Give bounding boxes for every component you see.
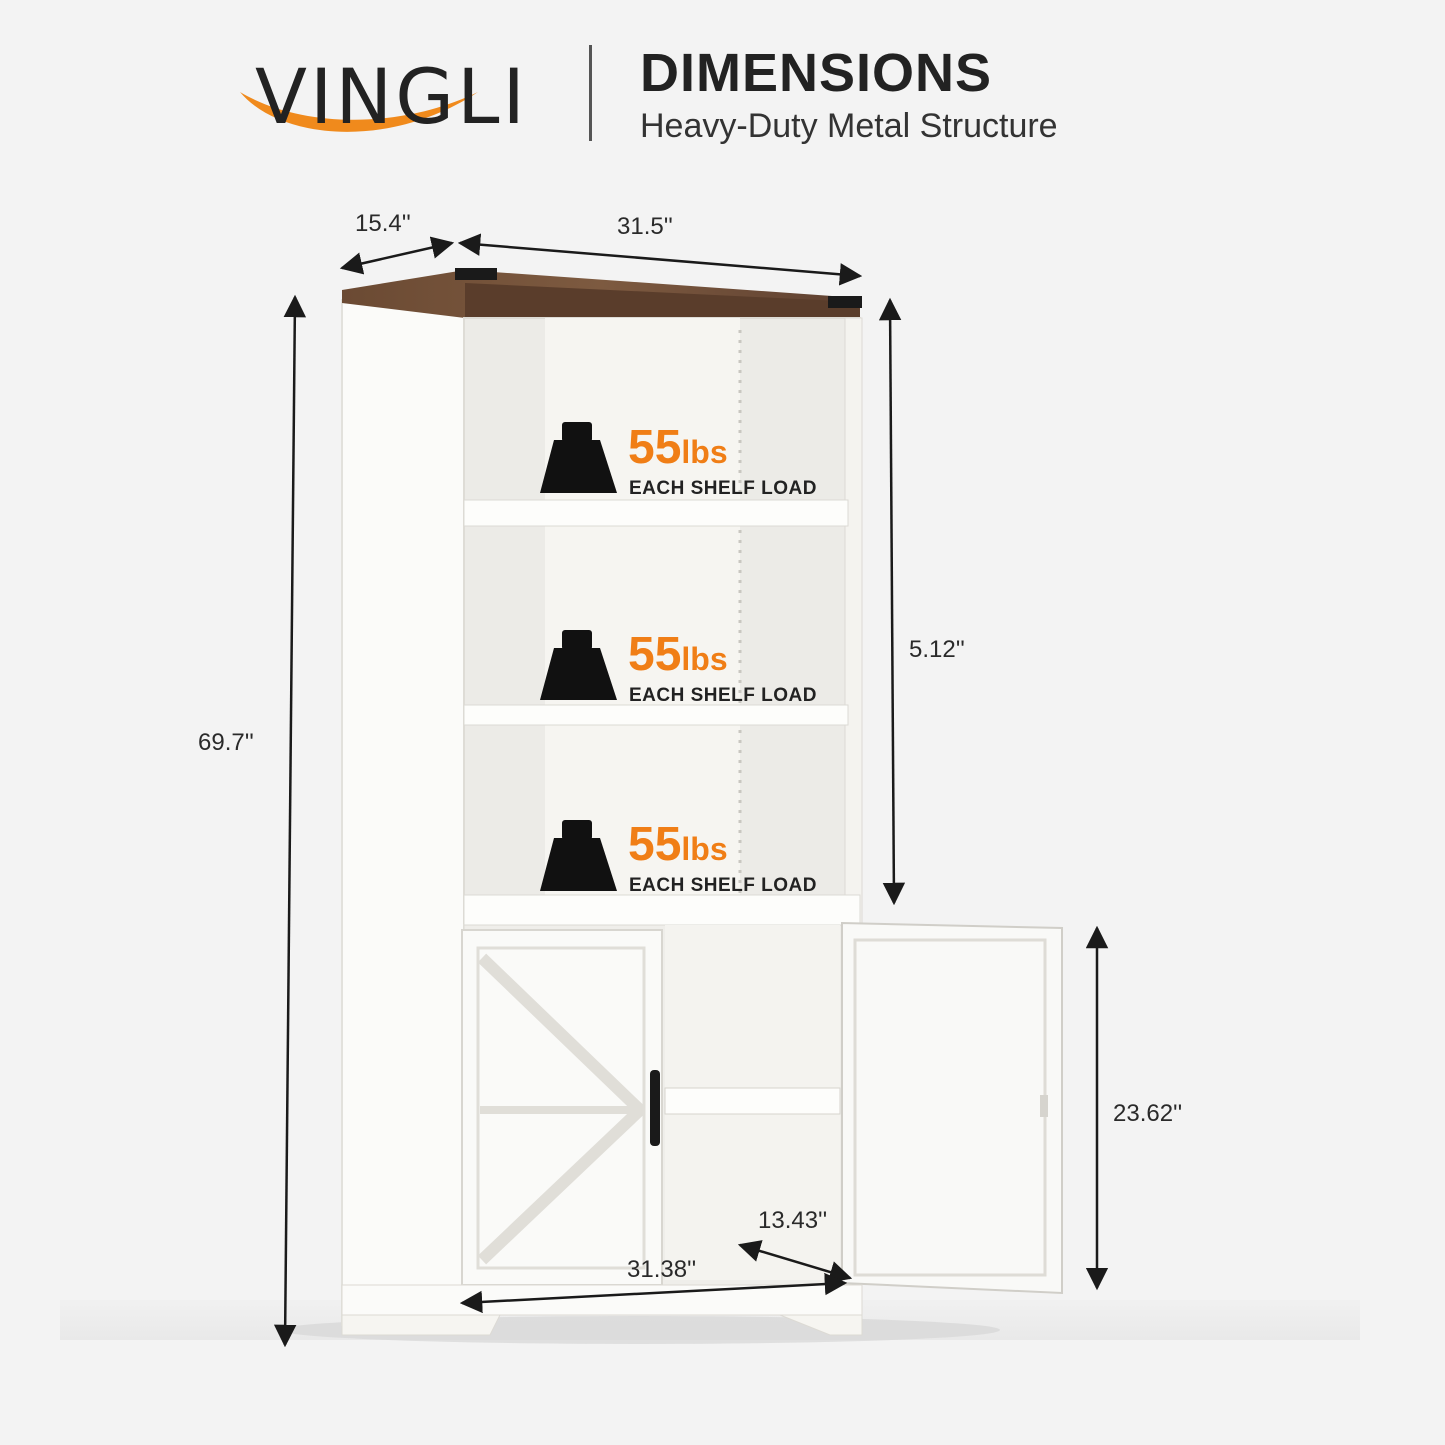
inner-depth-label: 13.43'' <box>758 1207 828 1234</box>
shelf-load-value: 55lbs <box>628 628 728 681</box>
height-label: 69.7'' <box>198 729 254 756</box>
shelf-height-arrow <box>878 297 906 906</box>
cabinet-foot <box>779 1314 863 1336</box>
width-label: 31.5'' <box>617 213 673 240</box>
door-brace <box>477 953 645 1115</box>
metal-bracket <box>455 268 497 280</box>
shelf-load-label: EACH SHELF LOAD <box>629 478 817 499</box>
header-divider <box>589 45 592 141</box>
door-latch <box>1040 1095 1048 1117</box>
metal-bracket <box>828 296 862 308</box>
shelf-board <box>463 704 849 726</box>
shelf-load-value: 55lbs <box>628 818 728 871</box>
depth-arrow <box>339 236 455 275</box>
cabinet-shelf <box>664 1087 841 1115</box>
inner-depth-arrow <box>737 1240 853 1283</box>
page-subtitle: Heavy-Duty Metal Structure <box>640 107 1058 145</box>
shelf-load-label: EACH SHELF LOAD <box>629 685 817 706</box>
weight-icon <box>540 422 617 493</box>
barn-door-right-open <box>841 921 1063 1295</box>
page-title: DIMENSIONS <box>640 43 993 103</box>
shelf-load-label: EACH SHELF LOAD <box>629 875 817 896</box>
brand-logo: VINGLI <box>255 52 528 141</box>
shelf-board <box>463 894 861 926</box>
depth-label: 15.4'' <box>355 210 411 237</box>
inner-width-label: 31.38'' <box>627 1256 697 1283</box>
door-brace <box>477 1105 645 1265</box>
shelf-board <box>463 499 849 527</box>
weight-icon <box>540 630 617 700</box>
cabinet-base <box>341 1284 863 1316</box>
height-arrow <box>273 294 307 1348</box>
inner-width-arrow <box>459 1272 848 1314</box>
shelf-height-label: 5.12'' <box>909 636 965 663</box>
weight-icon <box>540 820 617 891</box>
cabinet-side-panel <box>341 299 465 1326</box>
cabinet-height-label: 23.62'' <box>1113 1100 1183 1127</box>
cabinet-foot <box>341 1314 501 1336</box>
width-arrow <box>457 233 863 286</box>
door-handle <box>650 1070 660 1146</box>
shelf-load-value: 55lbs <box>628 421 728 474</box>
brand-swoosh-icon <box>240 92 478 132</box>
